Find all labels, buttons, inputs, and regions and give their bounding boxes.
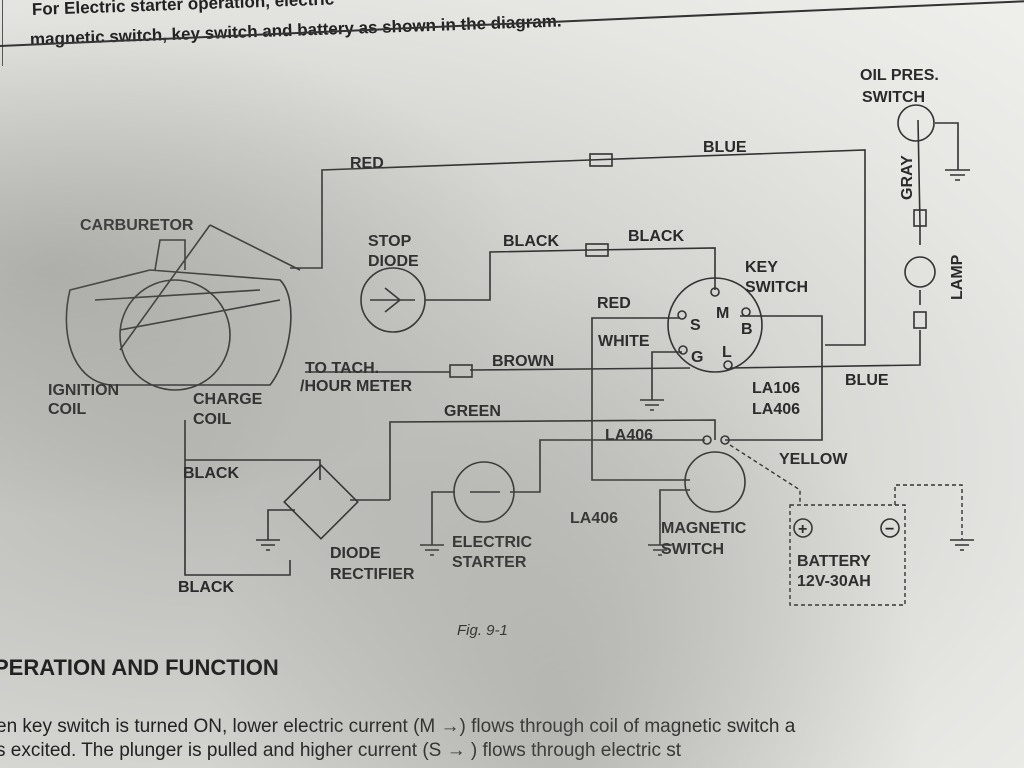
label-black-3: BLACK: [183, 465, 239, 482]
battery-symbol: [789, 504, 906, 606]
lamp-symbol: [904, 209, 936, 329]
label-charge-coil: COIL: [193, 411, 231, 428]
wire-g-ground: [651, 351, 682, 400]
label-black-2: BLACK: [628, 228, 684, 245]
label-lamp: LAMP: [949, 254, 966, 300]
terminal-m: M: [716, 305, 729, 322]
label-white: WHITE: [598, 333, 650, 350]
engine-outline: [65, 224, 301, 391]
label-battery: BATTERY: [797, 553, 871, 570]
frame-line: [2, 0, 3, 66]
label-la406-top: LA406: [752, 401, 800, 418]
stop-diode-symbol: [360, 267, 426, 333]
label-hour-meter: /HOUR METER: [300, 378, 412, 395]
connectors: [449, 153, 613, 378]
label-oil-pres: OIL PRES.: [860, 67, 939, 84]
wire-blue-lamp: [729, 119, 921, 369]
body-line-1: en key switch is turned ON, lower electr…: [0, 716, 796, 737]
label-la406-a: LA406: [605, 427, 653, 444]
terminal-l: L: [722, 344, 732, 361]
ground-symbols: [256, 169, 974, 556]
label-carburetor: CARBURETOR: [80, 217, 194, 234]
label-switch: SWITCH: [745, 279, 808, 296]
oil-pressure-switch-symbol: [897, 104, 935, 142]
label-la106: LA106: [752, 380, 800, 397]
terminal-s: S: [690, 317, 701, 334]
wire-red-s: [591, 317, 690, 481]
label-black-1: BLACK: [503, 233, 559, 250]
magnetic-switch-symbol: [684, 435, 746, 513]
label-yellow: YELLOW: [779, 451, 848, 468]
label-electric: ELECTRIC: [452, 534, 532, 551]
terminal-b: B: [741, 321, 753, 338]
label-brown: BROWN: [492, 353, 554, 370]
wire-oil-switch-ground: [935, 122, 959, 170]
label-key: KEY: [745, 259, 778, 276]
wire-black-rectifier: [184, 420, 321, 576]
label-oil-switch: SWITCH: [862, 89, 925, 106]
label-blue-top: BLUE: [703, 139, 747, 156]
wire-brown: [305, 367, 691, 373]
label-to-tach: TO TACH.: [305, 360, 379, 377]
label-black-4: BLACK: [178, 579, 234, 596]
wires: [184, 119, 963, 576]
wire-starter-ground: [431, 491, 455, 545]
label-blue-right: BLUE: [845, 372, 889, 389]
label-red-top: RED: [350, 155, 384, 172]
label-ignition-coil: COIL: [48, 401, 86, 418]
label-diode-r: DIODE: [330, 545, 381, 562]
wire-battery-negative: [894, 484, 963, 540]
electric-starter-symbol: [453, 461, 515, 523]
label-red-mid: RED: [597, 295, 631, 312]
diode-rectifier-symbol: [283, 464, 359, 540]
battery-minus: −: [885, 521, 894, 538]
wire-magnetic-ground: [659, 489, 690, 545]
label-rectifier: RECTIFIER: [330, 566, 415, 583]
label-la406-b: LA406: [570, 510, 618, 527]
wire-green: [389, 419, 716, 500]
label-ignition: IGNITION: [48, 382, 119, 399]
label-charge: CHARGE: [193, 391, 263, 408]
label-diode: DIODE: [368, 253, 419, 270]
label-battery-rating: 12V-30AH: [797, 573, 871, 590]
section-heading: PERATION AND FUNCTION: [0, 655, 279, 680]
wire-starter: [510, 439, 705, 493]
label-magnetic-switch: SWITCH: [661, 541, 724, 558]
wire-b-yellow: [725, 315, 823, 441]
label-starter: STARTER: [452, 554, 527, 571]
label-stop: STOP: [368, 233, 412, 250]
wire-black-stop-diode: [425, 247, 716, 301]
body-line-2: s excited. The plunger is pulled and hig…: [0, 740, 682, 761]
label-green: GREEN: [444, 403, 501, 420]
terminal-g: G: [691, 349, 703, 366]
label-gray: GRAY: [899, 155, 916, 200]
battery-plus: +: [798, 521, 807, 538]
figure-caption: Fig. 9-1: [457, 622, 508, 639]
label-magnetic: MAGNETIC: [661, 520, 747, 537]
wire-battery-positive: [729, 444, 801, 505]
key-switch-symbol: [667, 277, 763, 373]
